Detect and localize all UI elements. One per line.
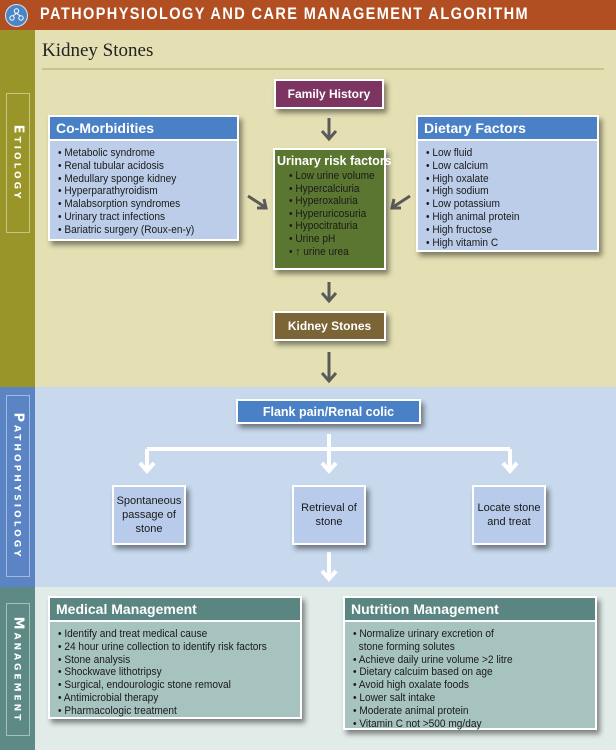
list-item: Stone analysis	[58, 654, 275, 667]
dietary-factors-title: Dietary Factors	[418, 117, 597, 141]
dietary-factors-list: Low fluid Low calcium High oxalate High …	[418, 141, 597, 253]
title-divider	[42, 68, 604, 70]
list-item: Urine pH	[289, 233, 373, 246]
kidney-stones-box: Kidney Stones	[273, 311, 386, 341]
outcome-line: stone	[315, 516, 343, 528]
list-item: Normalize urinary excretion of	[353, 628, 570, 641]
list-item-continuation: stone forming solutes	[358, 640, 455, 653]
medical-management-box: Medical Management Identify and treat me…	[48, 596, 302, 719]
etiology-label: Etiology	[10, 124, 26, 202]
list-item: Hyperparathyroidism	[58, 185, 217, 198]
list-item: High oxalate	[426, 173, 578, 186]
nutrition-management-box: Nutrition Management Normalize urinary e…	[343, 596, 597, 730]
etiology-label-frame: Etiology	[6, 93, 30, 233]
list-item: Medullary sponge kidney	[58, 173, 217, 186]
outcome-line: Spontaneous	[116, 495, 182, 507]
list-item: High sodium	[426, 185, 578, 198]
algorithm-network-icon	[5, 4, 28, 27]
list-item: ↑ urine urea	[289, 246, 373, 259]
nutrition-management-title: Nutrition Management	[345, 598, 595, 622]
list-item: Shockwave lithotripsy	[58, 666, 275, 679]
medical-management-list: Identify and treat medical cause 24 hour…	[50, 622, 300, 722]
urinary-risk-factors-list: Low urine volume Hypercalciuria Hyperoxa…	[275, 170, 384, 258]
list-item: Hypocitraturia	[289, 220, 373, 233]
comorbidities-title: Co-Morbidities	[50, 117, 237, 141]
header-bar	[0, 0, 616, 30]
etiology-sidebar: Etiology	[0, 30, 35, 387]
list-item: High animal protein	[426, 211, 578, 224]
list-item: Pharmacologic treatment	[58, 705, 275, 718]
list-item: 24 hour urine collection to identify ris…	[58, 641, 275, 654]
list-item: Avoid high oxalate foods	[353, 679, 570, 692]
list-item: Vitamin C not >500 mg/day	[353, 718, 570, 731]
list-item: Urinary tract infections	[58, 211, 217, 224]
list-item: Malabsorption syndromes	[58, 198, 217, 211]
list-item: Low fluid	[426, 147, 578, 160]
urinary-risk-factors-box: Urinary risk factors Low urine volume Hy…	[273, 148, 392, 270]
comorbidities-box: Co-Morbidities Metabolic syndrome Renal …	[48, 115, 239, 241]
list-item: Low potassium	[426, 198, 578, 211]
list-item: Identify and treat medical cause	[58, 628, 275, 641]
list-item: Renal tubular acidosis	[58, 160, 217, 173]
medical-management-title: Medical Management	[50, 598, 300, 622]
list-item: Antimicrobial therapy	[58, 692, 275, 705]
outcome-line: Locate stone	[477, 502, 541, 514]
management-label: Management	[10, 616, 26, 723]
outcome-line: passage of	[122, 509, 176, 521]
list-item: Metabolic syndrome	[58, 147, 217, 160]
management-sidebar: Management	[0, 587, 35, 750]
dietary-factors-box: Dietary Factors Low fluid Low calcium Hi…	[416, 115, 599, 252]
list-item: Low urine volume	[289, 170, 374, 183]
urinary-risk-factors-title: Urinary risk factors	[277, 154, 392, 168]
list-item: Achieve daily urine volume >2 litre	[353, 654, 570, 667]
list-item: Surgical, endourologic stone removal	[58, 679, 275, 692]
comorbidities-list: Metabolic syndrome Renal tubular acidosi…	[50, 141, 237, 241]
flank-pain-box: Flank pain/Renal colic	[236, 399, 421, 424]
list-item: Hypercalciuria	[289, 183, 373, 196]
pathophysiology-label-frame: Pathophysiology	[6, 395, 30, 577]
outcome-line: stone	[135, 523, 163, 535]
list-item: Bariatric surgery (Roux-en-y)	[58, 224, 217, 237]
list-item: Hyperoxaluria	[289, 195, 373, 208]
list-item: High vitamin C	[426, 237, 578, 250]
list-item: Moderate animal protein	[353, 705, 570, 718]
outcome-line: and treat	[487, 516, 531, 528]
outcome-locate-treat-box: Locate stone and treat	[472, 485, 546, 545]
outcome-line: Retrieval of	[301, 502, 357, 514]
management-label-frame: Management	[6, 603, 30, 736]
pathophysiology-sidebar: Pathophysiology	[0, 387, 35, 587]
outcome-spontaneous-passage-box: Spontaneous passage of stone	[112, 485, 186, 545]
header-title: PATHOPHYSIOLOGY AND CARE MANAGEMENT ALGO…	[40, 5, 530, 23]
outcome-retrieval-box: Retrieval of stone	[292, 485, 366, 545]
nutrition-management-list: Normalize urinary excretion of stone for…	[345, 622, 595, 734]
list-item: Lower salt intake	[353, 692, 570, 705]
pathophysiology-label: Pathophysiology	[10, 412, 26, 560]
family-history-box: Family History	[274, 79, 384, 109]
list-item: Low calcium	[426, 160, 578, 173]
page-title: Kidney Stones	[42, 40, 154, 61]
list-item: Dietary calcuim based on age	[353, 666, 570, 679]
list-item: High fructose	[426, 224, 578, 237]
list-item: Hyperuricosuria	[289, 208, 373, 221]
